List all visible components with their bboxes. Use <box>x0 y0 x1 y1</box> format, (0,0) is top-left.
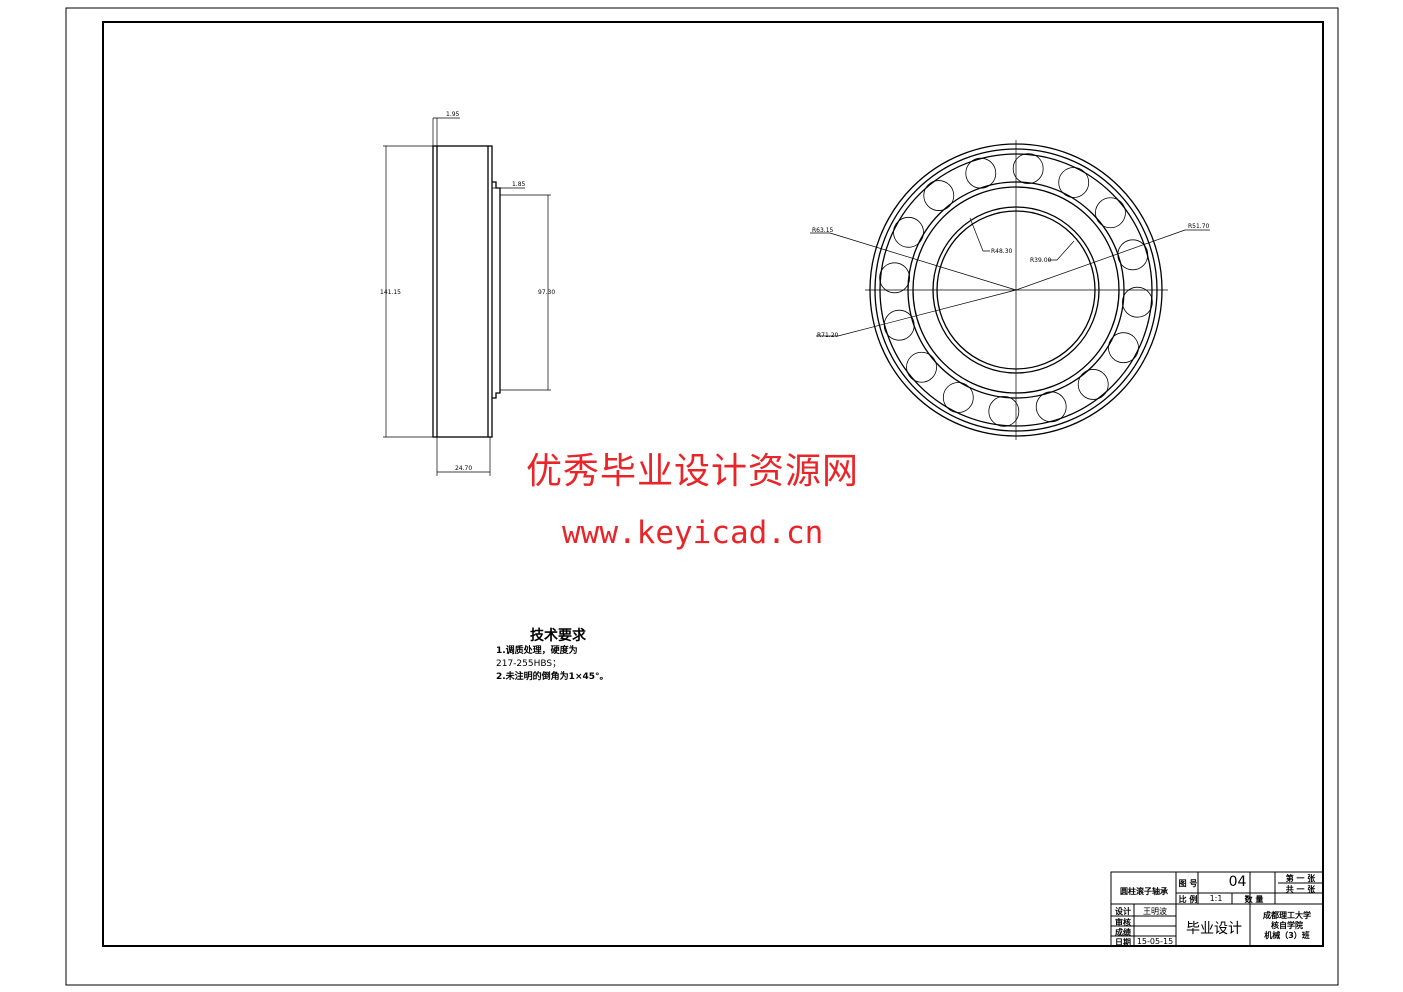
outer-border <box>65 7 1339 986</box>
dim-r3: R39.00 <box>1030 257 1052 264</box>
roller <box>1121 286 1153 318</box>
roller <box>1058 167 1090 198</box>
dim-r4: R51.70 <box>1188 223 1210 230</box>
roller <box>906 351 937 383</box>
dim-inner-diameter: 97.30 <box>538 289 555 296</box>
dim-step: 1.85 <box>512 181 526 188</box>
scale-label: 比 例 <box>1178 895 1198 904</box>
designer: 王明波 <box>1143 907 1167 916</box>
roller <box>883 309 915 341</box>
roller <box>1077 369 1109 400</box>
grade-label: 成绩 <box>1115 928 1131 937</box>
scale: 1:1 <box>1209 894 1223 903</box>
inner-frame <box>102 21 1324 947</box>
roller <box>1095 197 1126 229</box>
dim-r1: R63.15 <box>812 227 834 234</box>
date-label: 日期 <box>1115 938 1131 947</box>
project: 毕业设计 <box>1186 921 1242 937</box>
title-block-grid <box>1110 871 1324 947</box>
qty-label: 数 量 <box>1244 895 1264 904</box>
school: 成都理工大学 <box>1263 911 1311 920</box>
technical-requirements: 技术要求 1.调质处理，硬度为 217-255HBS； 2.未注明的倒角为1×4… <box>496 627 609 684</box>
drawing-no-label: 图 号 <box>1178 879 1198 888</box>
roller <box>923 180 955 211</box>
roller <box>879 262 911 294</box>
roller <box>1117 239 1149 271</box>
roller <box>893 216 924 248</box>
roller <box>1108 332 1139 364</box>
watermark-title: 优秀毕业设计资源网 <box>526 451 860 492</box>
roller <box>1012 153 1044 185</box>
drawing-no: 04 <box>1228 874 1247 890</box>
part-name: 圆柱滚子轴承 <box>1120 887 1168 896</box>
roller <box>1035 391 1067 423</box>
design-label: 设计 <box>1115 907 1131 916</box>
dimension-lines <box>383 117 551 476</box>
tech-line: 1.调质处理，硬度为 <box>496 646 578 656</box>
date: 15-05-15 <box>1136 937 1174 946</box>
center-lines <box>810 140 1210 440</box>
tech-line: 217-255HBS； <box>496 659 562 669</box>
dim-width: 24.70 <box>455 465 472 472</box>
roller <box>942 382 974 413</box>
roller <box>965 157 997 189</box>
dim-top-gap: 1.95 <box>446 111 460 118</box>
sheet-number: 第 一 张 <box>1285 874 1316 883</box>
class: 机械（3）班 <box>1264 931 1310 940</box>
dim-outer-diameter: 141.15 <box>380 289 401 296</box>
college: 核自学院 <box>1271 921 1303 930</box>
tech-heading: 技术要求 <box>530 628 586 644</box>
tech-line: 2.未注明的倒角为1×45°。 <box>496 672 609 682</box>
sheet-total: 共 一 张 <box>1285 885 1316 894</box>
roller <box>988 395 1020 427</box>
side-view <box>432 145 501 438</box>
review-label: 审核 <box>1115 918 1131 927</box>
dim-r5: R71.20 <box>817 332 839 339</box>
dim-r2: R48.30 <box>991 248 1013 255</box>
watermark-url: www.keyicad.cn <box>562 515 824 551</box>
